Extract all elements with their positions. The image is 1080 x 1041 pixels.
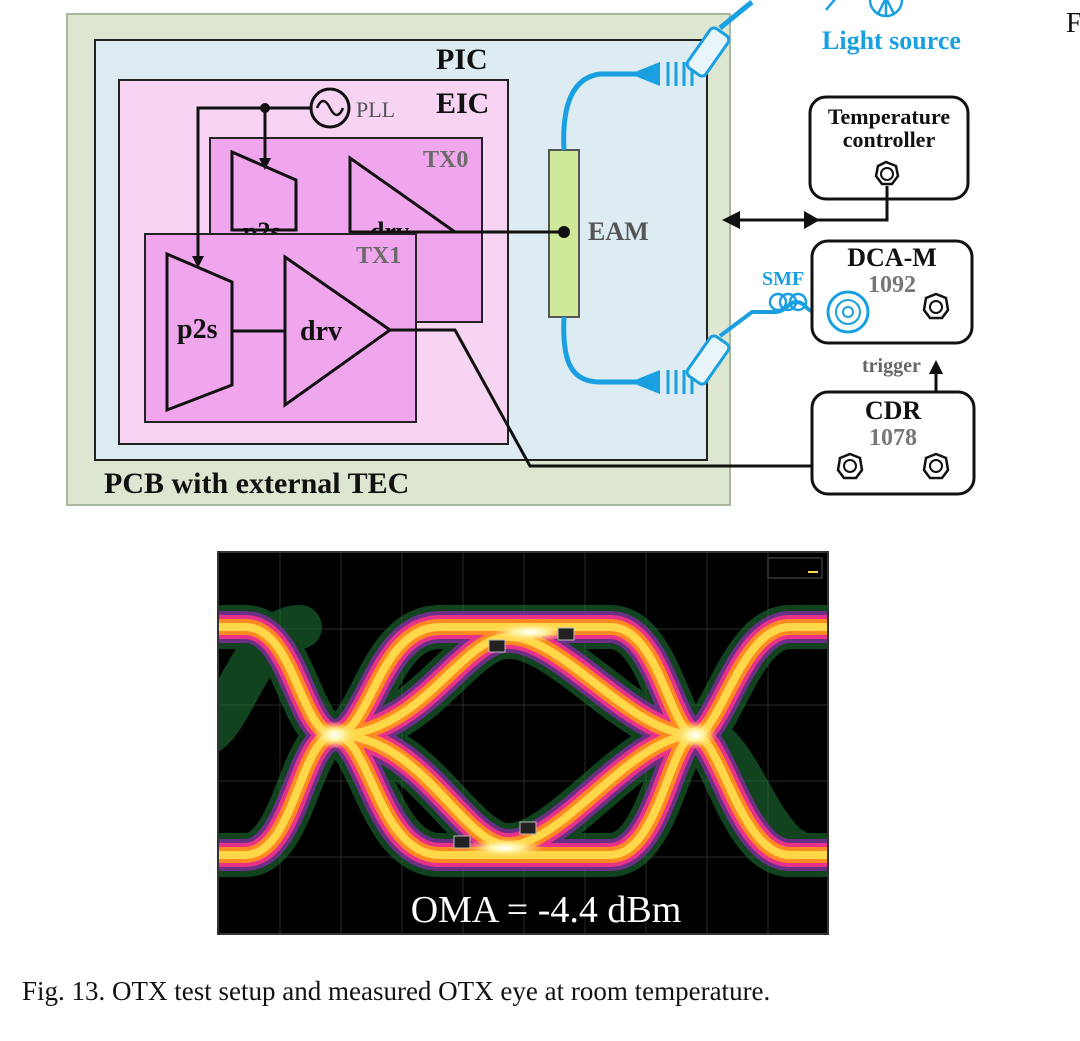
pic-label: PIC xyxy=(436,43,488,76)
dca-label: DCA-M xyxy=(847,243,937,272)
eye-top-hotspot xyxy=(490,622,570,642)
eye-marker xyxy=(557,627,575,641)
eye-marker xyxy=(488,639,506,653)
temperature-controller-box xyxy=(808,95,970,201)
clock-junction-dot xyxy=(260,103,270,113)
trigger-label: trigger xyxy=(862,355,921,377)
figure-caption: Fig. 13. OTX test setup and measured OTX… xyxy=(22,976,771,1006)
temperature-controller-label-1: Temperature xyxy=(828,104,950,129)
light-source-label: Light source xyxy=(822,26,961,55)
dca-optical-input-icon xyxy=(826,290,870,334)
eye-crossing-left xyxy=(313,721,357,749)
edge-letter: F xyxy=(1066,8,1080,39)
sine-wave-icon xyxy=(315,99,345,117)
dca-trigger-connector xyxy=(922,292,950,320)
temperature-controller-connector xyxy=(874,160,900,186)
oma-label: OMA = -4.4 dBm xyxy=(411,889,682,931)
pll-clock-line xyxy=(196,106,310,262)
tx0-drv-block xyxy=(348,155,460,234)
tx1-p2s-block xyxy=(165,251,234,413)
eye-diagram: OMA = -4.4 dBm xyxy=(217,551,829,935)
dca-model: 1092 xyxy=(868,272,916,298)
tx1-clock-arrow xyxy=(192,256,204,268)
temperature-controller-label-2: controller xyxy=(843,127,936,152)
eam-junction-dot xyxy=(558,226,570,238)
pcb-label: PCB with external TEC xyxy=(104,467,409,500)
eye-crossing-right xyxy=(673,721,717,749)
eye-marker xyxy=(519,821,537,835)
tx1-p2s-label: p2s xyxy=(177,314,218,345)
tx0-label: TX0 xyxy=(423,147,468,173)
eye-legend-box xyxy=(767,557,823,579)
block-diagram: PCB with external TEC PIC EIC TX0 p2s dr… xyxy=(66,0,1080,506)
eye-marker xyxy=(453,835,471,849)
smf-label: SMF xyxy=(762,268,804,290)
tx0-clock-arrow xyxy=(259,158,271,170)
cdr-model: 1078 xyxy=(869,425,917,451)
output-fiber xyxy=(561,316,640,385)
cdr-data-input-connector xyxy=(836,452,864,480)
temperature-arrow-left xyxy=(722,211,740,229)
light-source-icon xyxy=(825,0,904,18)
input-fiber-probe xyxy=(685,0,754,78)
trigger-arrow xyxy=(929,360,943,374)
tx1-drv-label: drv xyxy=(300,316,342,347)
tx1-to-cdr-wire xyxy=(390,328,835,468)
temperature-arrow-right xyxy=(804,211,820,229)
input-fiber xyxy=(561,71,640,151)
cdr-label: CDR xyxy=(865,396,922,425)
output-grating-coupler xyxy=(630,370,660,394)
tx1-label: TX1 xyxy=(356,243,401,269)
temperature-control-line xyxy=(736,186,889,222)
eic-label: EIC xyxy=(436,87,489,120)
input-grating-coupler xyxy=(630,62,660,86)
tx0-p2s-block xyxy=(230,149,298,232)
pll-label: PLL xyxy=(356,97,395,122)
cdr-clock-output-connector xyxy=(922,452,950,480)
eye-bottom-hotspot xyxy=(465,838,545,858)
smf-coil-icon xyxy=(768,292,808,312)
eam-label: EAM xyxy=(588,217,649,246)
